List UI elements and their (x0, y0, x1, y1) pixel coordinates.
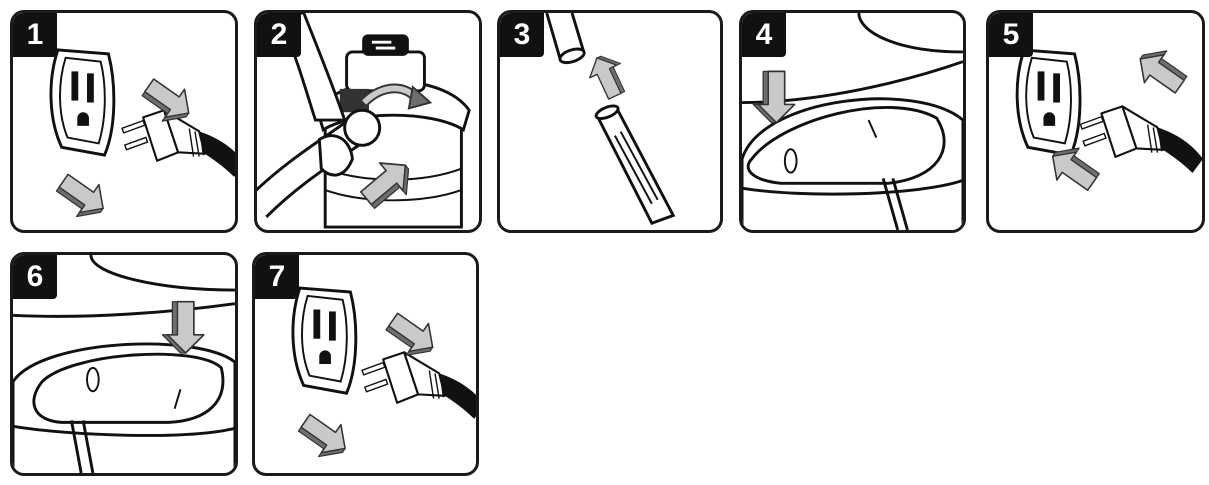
step-2-panel: 2 (254, 10, 482, 233)
step-7-panel: 7 (252, 252, 479, 476)
step-3-panel: 3 (497, 10, 723, 233)
step-number-badge: 5 (989, 13, 1033, 57)
step-6-panel: 6 (10, 252, 238, 476)
step-number-badge: 7 (255, 255, 299, 299)
extension-wand-icon (545, 13, 676, 226)
hose-connect-icon (257, 13, 471, 229)
step-number-badge: 6 (13, 255, 57, 299)
step-1-panel: 1 (10, 10, 238, 233)
step-4-panel: 4 (739, 10, 966, 233)
step-number-badge: 4 (742, 13, 786, 57)
step-5-panel: 5 (986, 10, 1205, 233)
step-number-badge: 3 (500, 13, 544, 57)
switch-on-icon (13, 255, 235, 473)
step-number-badge: 2 (257, 13, 301, 57)
step-number-badge: 1 (13, 13, 57, 57)
switch-off-icon (742, 13, 963, 230)
